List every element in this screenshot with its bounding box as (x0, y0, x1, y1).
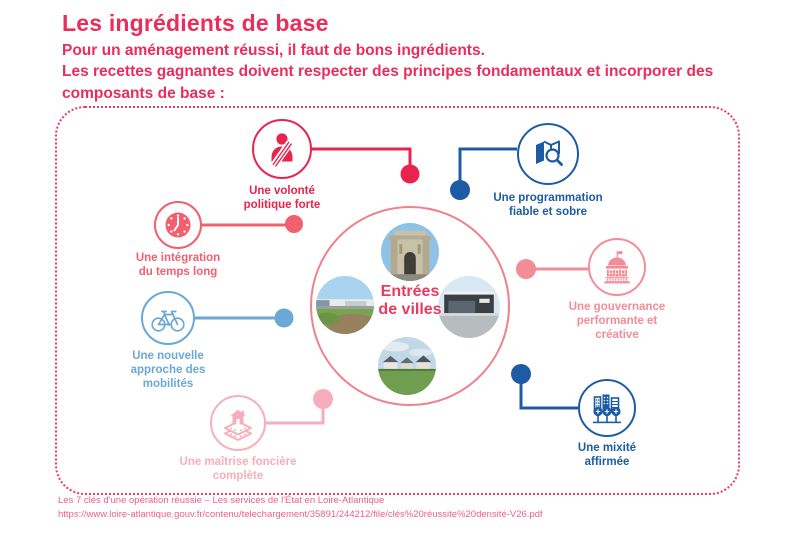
label-line: créative (595, 329, 639, 342)
node-volonte-ring (252, 119, 312, 179)
node-gouvernance-ring (588, 238, 646, 296)
node-volonte-label: Une volonté politique forte (197, 184, 367, 212)
label-line: fiable et sobre (509, 206, 587, 219)
city-gate-monument-photo (381, 223, 439, 281)
page-title: Les ingrédients de base (62, 10, 329, 36)
label-line: Une programmation (493, 192, 603, 204)
commercial-zone-photo (316, 276, 374, 334)
source-caption-url: https://www.loire-atlantique.gouv.fr/con… (58, 508, 543, 520)
label-line: Une nouvelle (132, 350, 204, 362)
node-mixite-ring (578, 379, 636, 437)
label-line: mobilités (142, 378, 194, 391)
node-mixite-label: Une mixité affirmée (532, 441, 682, 469)
label-line: complète (212, 470, 264, 483)
label-line: du temps long (138, 266, 218, 279)
center-label-line2: de villes (378, 301, 442, 319)
label-line: Une maîtrise foncière (179, 456, 297, 468)
clock-icon (165, 212, 191, 238)
intro-text: Pour un aménagement réussi, il faut de b… (62, 40, 774, 104)
label-line: politique forte (243, 199, 321, 212)
bicycle-icon (151, 310, 185, 332)
center-label-line1: Entrées (380, 283, 440, 300)
map-magnifier-icon (536, 140, 563, 166)
city-trees-icon (593, 394, 621, 424)
label-line: Une volonté (249, 185, 315, 197)
label-line: Une mixité (577, 442, 637, 454)
node-programmation-ring (517, 123, 579, 185)
label-line: affirmée (584, 456, 630, 469)
node-fonciere-ring (210, 395, 266, 451)
label-line: approche des (130, 364, 206, 377)
center-label: Entrées de villes (350, 283, 470, 320)
intro-line-2: Les recettes gagnantes doivent respecter… (62, 63, 714, 102)
house-land-layers-icon (224, 409, 252, 441)
node-gouvernance-label: Une gouvernance performante et créative (532, 300, 702, 342)
village-houses-photo (378, 337, 436, 395)
node-integration-ring (154, 201, 202, 249)
car-dealership-photo (438, 276, 500, 338)
node-mobilites-ring (141, 291, 195, 345)
source-caption-line1: Les 7 clés d'une opération réussie – Les… (58, 495, 385, 506)
label-line: performante et (576, 315, 658, 328)
intro-line-1: Pour un aménagement réussi, il faut de b… (62, 42, 485, 59)
city-hall-icon (604, 251, 630, 284)
label-line: Une intégration (135, 252, 221, 264)
node-programmation-label: Une programmation fiable et sobre (463, 191, 633, 219)
node-integration-label: Une intégration du temps long (103, 251, 253, 279)
elected-official-sash-icon (270, 133, 294, 168)
node-mobilites-label: Une nouvelle approche des mobilités (93, 349, 243, 391)
source-caption: Les 7 clés d'une opération réussie – Les… (58, 494, 543, 522)
node-fonciere-label: Une maîtrise foncière complète (143, 455, 333, 483)
label-line: Une gouvernance (568, 301, 666, 313)
